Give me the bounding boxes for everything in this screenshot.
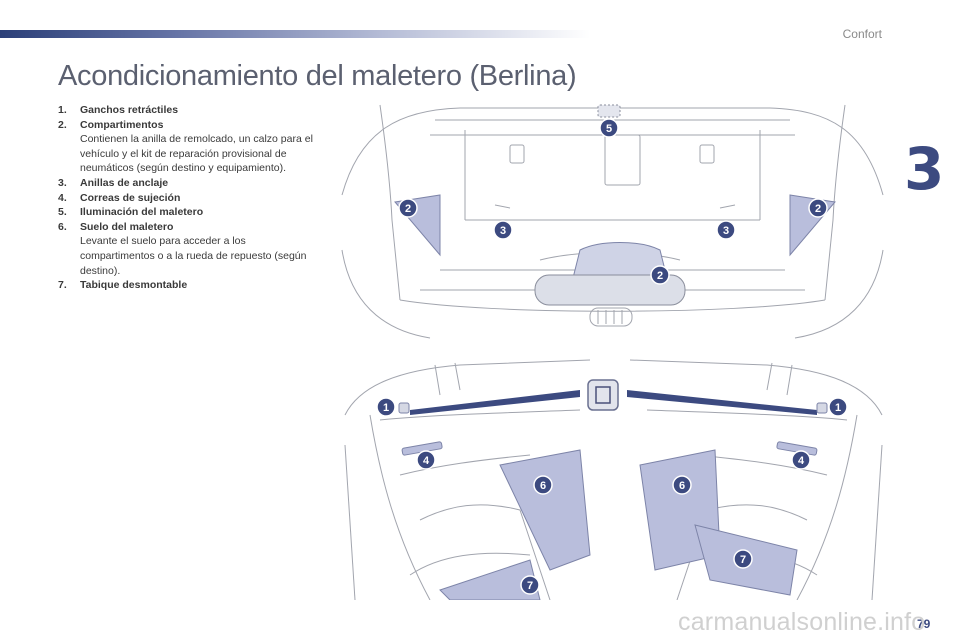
callout-7: 7 [733, 549, 753, 569]
callout-1: 1 [828, 397, 848, 417]
callout-number: 7 [527, 580, 533, 592]
trunk-overview-illustration: 5 2 2 3 3 2 [341, 104, 884, 339]
callout-3-left: 3 [493, 220, 513, 240]
callout-number: 1 [383, 402, 389, 414]
legend-number: 4. [58, 191, 67, 204]
legend-number: 3. [58, 176, 67, 189]
callout-number: 6 [540, 480, 546, 492]
legend-title: Suelo del maletero [80, 220, 174, 233]
legend-number: 7. [58, 279, 67, 292]
callout-1: 1 [376, 397, 396, 417]
legend-item: 2. Compartimentos Contienen la anilla de… [58, 118, 323, 176]
legend-item: 6. Suelo del maletero Levante el suelo p… [58, 220, 323, 278]
callout-number: 2 [657, 270, 663, 282]
callout-number: 4 [423, 455, 430, 467]
trunk-left-detail-illustration: 1 4 6 7 [344, 359, 619, 600]
callout-number: 3 [500, 225, 506, 237]
watermark: carmanualsonline.info [678, 608, 926, 636]
callout-6: 6 [672, 475, 692, 495]
section-label: Confort [842, 27, 882, 41]
legend-title: Compartimentos [80, 118, 164, 131]
legend-item: 1. Ganchos retráctiles [58, 103, 323, 118]
legend-title: Anillas de anclaje [80, 176, 169, 189]
callout-number: 1 [835, 402, 841, 414]
legend-title: Iluminación del maletero [80, 206, 204, 219]
trunk-right-detail-illustration: 1 4 6 7 [627, 359, 883, 600]
callout-2-left: 2 [398, 198, 418, 218]
legend-item: 5. Iluminación del maletero [58, 205, 323, 220]
callout-number: 2 [815, 203, 821, 215]
callout-3-right: 3 [716, 220, 736, 240]
page-title: Acondicionamiento del maletero (Berlina) [58, 60, 577, 92]
callout-2-center: 2 [650, 265, 670, 285]
legend-item: 7. Tabique desmontable [58, 278, 323, 293]
callout-number: 6 [679, 480, 685, 492]
callout-number: 4 [798, 455, 805, 467]
chapter-number: 3 [904, 135, 945, 203]
legend-item: 4. Correas de sujeción [58, 191, 323, 206]
callout-number: 3 [723, 225, 729, 237]
legend-description: Contienen la anilla de remolcado, un cal… [80, 133, 313, 175]
callout-number: 5 [606, 123, 612, 135]
legend-title: Ganchos retráctiles [80, 104, 179, 116]
page-number: 79 [917, 617, 931, 631]
callout-6: 6 [533, 475, 553, 495]
callout-4: 4 [416, 450, 436, 470]
legend-item: 3. Anillas de anclaje [58, 176, 323, 191]
callout-number: 2 [405, 203, 411, 215]
callout-5: 5 [599, 118, 619, 138]
legend-list: 1. Ganchos retráctiles 2. Compartimentos… [58, 103, 323, 293]
legend-number: 2. [58, 118, 67, 131]
legend-number: 1. [58, 104, 67, 116]
callout-4: 4 [791, 450, 811, 470]
callout-7: 7 [520, 575, 540, 595]
legend-description: Levante el suelo para acceder a los comp… [80, 235, 307, 277]
header-gradient-bar [0, 30, 590, 38]
legend-title: Correas de sujeción [80, 191, 181, 204]
legend-number: 6. [58, 220, 67, 233]
callout-number: 7 [740, 554, 746, 566]
callout-2-right: 2 [808, 198, 828, 218]
legend-title: Tabique desmontable [80, 279, 188, 292]
legend-number: 5. [58, 206, 67, 219]
